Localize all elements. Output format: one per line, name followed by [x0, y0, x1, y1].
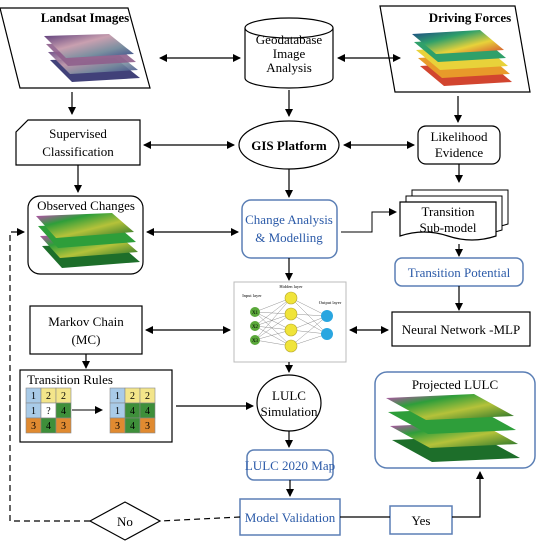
grid-cell-value: 3: [61, 421, 66, 432]
markov-chain-box: Markov Chain (MC): [29, 305, 143, 355]
nn-input-node: [250, 335, 260, 345]
observed-changes-box: Observed Changes: [27, 195, 144, 275]
model-validation-box: Model Validation: [239, 498, 341, 536]
lulc-2020-map-box: LULC 2020 Map: [245, 449, 335, 481]
markov-line1: Markov Chain: [48, 314, 124, 329]
nn-hidden-node: [284, 291, 298, 305]
observed-changes-maps: [36, 213, 140, 268]
transition-submodel-docs: Transition Sub-model: [399, 189, 509, 241]
geodb-line3: Analysis: [266, 60, 312, 75]
grid-cell-value: 3: [145, 421, 150, 432]
geodb-line1: Geodatabase: [256, 32, 323, 47]
grid-cell: [139, 417, 156, 434]
no-diamond: No: [88, 501, 162, 541]
nn-connections: [254, 297, 328, 347]
landsat-title: Landsat Images: [41, 10, 130, 25]
gis-platform-ellipse: GIS Platform: [238, 120, 340, 170]
grid-cell-value: 2: [61, 391, 66, 402]
transition-sub-line1: Transition: [422, 204, 475, 219]
lulc-sim-line1: LULC: [272, 388, 306, 403]
grid-cell-value: 1: [115, 391, 120, 402]
neural-network-diagram: Input layer Hidden layer Output layer X1…: [233, 281, 347, 363]
grid-cell-value: ?: [46, 406, 51, 417]
no-label: No: [117, 514, 133, 529]
grid-cell-value: 1: [31, 391, 36, 402]
arrow-yes-projected: [452, 471, 484, 518]
projected-lulc-box: Projected LULC: [374, 371, 536, 469]
grid-cell-value: 2: [46, 391, 51, 402]
grid-cell-value: 1: [31, 406, 36, 417]
yes-label: Yes: [412, 513, 431, 528]
transition-potential-box: Transition Potential: [394, 257, 524, 287]
lulc-sim-line2: Simulation: [260, 404, 318, 419]
nn-input-node: [250, 307, 260, 317]
observed-label: Observed Changes: [37, 198, 135, 213]
grid-cell-value: 2: [130, 391, 135, 402]
landsat-images-box: Landsat Images: [0, 7, 151, 89]
grid-cell-value: 3: [31, 421, 36, 432]
supervised-line1: Supervised: [49, 126, 107, 141]
arrow-change-transition: [341, 208, 397, 233]
grid-cell-value: 4: [130, 421, 135, 432]
grid-cell-value: 4: [145, 406, 150, 417]
likelihood-line1: Likelihood: [430, 129, 488, 144]
likelihood-line2: Evidence: [435, 145, 484, 160]
markov-line2: (MC): [72, 332, 101, 347]
grid-cell-value: 3: [115, 421, 120, 432]
driving-forces-stack: [412, 30, 512, 86]
grid-cell-value: 4: [46, 421, 51, 432]
grid-cell-value: 4: [130, 406, 135, 417]
driving-forces-box: Driving Forces: [379, 5, 531, 93]
transition-potential-label: Transition Potential: [408, 265, 511, 280]
neural-label: Neural Network -MLP: [402, 322, 520, 337]
validation-label: Model Validation: [245, 510, 336, 525]
supervised-classification-box: Supervised Classification: [15, 119, 141, 166]
nn-input-node: [250, 321, 260, 331]
dashed-validation-no: [159, 516, 241, 522]
nn-node-label: X1: [252, 311, 259, 316]
gis-label: GIS Platform: [251, 138, 327, 153]
projected-label: Projected LULC: [412, 377, 498, 392]
dashed-no-observed: [9, 228, 90, 522]
transition-sub-line2: Sub-model: [419, 220, 476, 235]
supervised-line2: Classification: [42, 144, 114, 159]
nn-hidden-node: [284, 339, 298, 353]
driving-title: Driving Forces: [429, 10, 511, 25]
nn-hidden-label: Hidden layer: [279, 284, 303, 289]
nn-node-label: X2: [252, 325, 259, 330]
nn-hidden-node: [284, 323, 298, 337]
geodb-line2: Image: [273, 46, 306, 61]
grid-cell: [55, 417, 72, 434]
grid-cell-value: 2: [145, 391, 150, 402]
change-analysis-box: Change Analysis & Modelling: [241, 199, 338, 259]
likelihood-evidence-box: Likelihood Evidence: [417, 125, 501, 165]
grid-cell-value: 4: [61, 406, 66, 417]
geodatabase-cylinder: Geodatabase Image Analysis: [244, 17, 334, 89]
neural-network-mlp-box: Neural Network -MLP: [391, 311, 531, 347]
nn-output-node: [321, 328, 333, 340]
nn-hidden-node: [284, 307, 298, 321]
nn-output-label: Output layer: [319, 300, 342, 305]
change-line2: & Modelling: [255, 230, 323, 245]
yes-box: Yes: [389, 505, 453, 535]
rules-title: Transition Rules: [27, 372, 113, 387]
landsat-image-stack: [44, 34, 140, 82]
projected-lulc-maps: [386, 394, 520, 462]
lulc-simulation-ellipse: LULC Simulation: [256, 374, 322, 432]
nn-input-label: Input layer: [242, 293, 262, 298]
change-line1: Change Analysis: [245, 212, 333, 227]
nn-output-node: [321, 310, 333, 322]
nn-node-label: X3: [252, 339, 259, 344]
map2020-label: LULC 2020 Map: [245, 458, 335, 473]
grid-cell-value: 1: [115, 406, 120, 417]
